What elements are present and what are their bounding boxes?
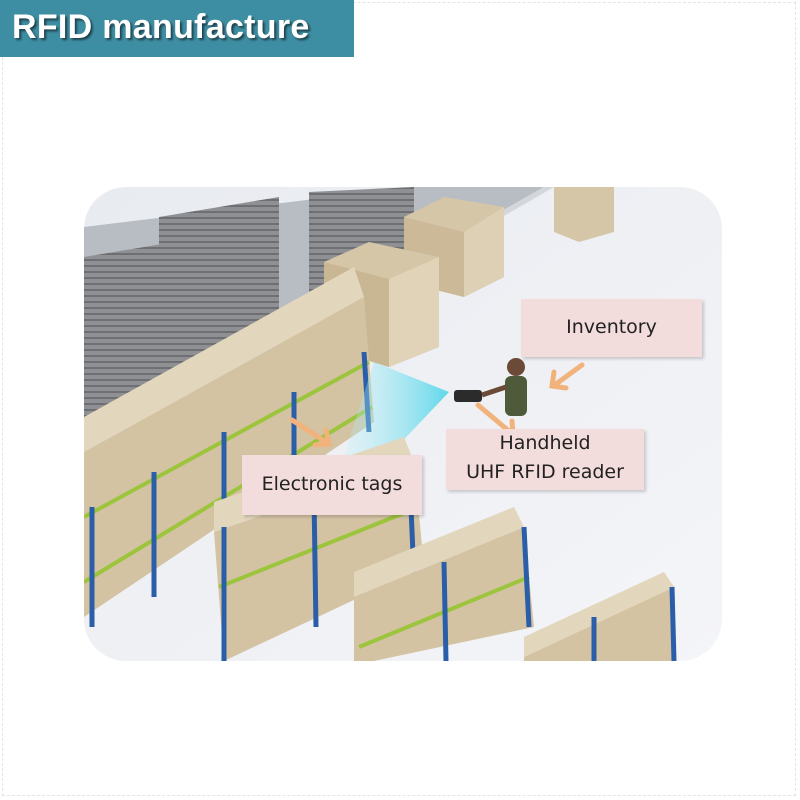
inventory-callout: Inventory — [521, 299, 702, 357]
operator-figure — [454, 358, 527, 416]
arrow-to-tags-icon — [289, 417, 333, 448]
arrow-from-inventory-icon — [549, 362, 585, 391]
handheld-reader-callout: Handheld UHF RFID reader — [446, 429, 644, 490]
rack-far-right — [524, 572, 677, 661]
inventory-label: Inventory — [566, 316, 657, 338]
banner-title: RFID manufacture — [12, 8, 310, 46]
rack-front-right — [354, 507, 534, 661]
box-stack — [554, 187, 614, 242]
electronic-tags-callout: Electronic tags — [242, 455, 422, 515]
handheld-label-line1: Handheld — [499, 432, 591, 454]
handheld-label-line2: UHF RFID reader — [466, 461, 624, 483]
electronic-tags-label: Electronic tags — [261, 473, 403, 495]
title-banner: RFID manufacture — [0, 0, 354, 57]
